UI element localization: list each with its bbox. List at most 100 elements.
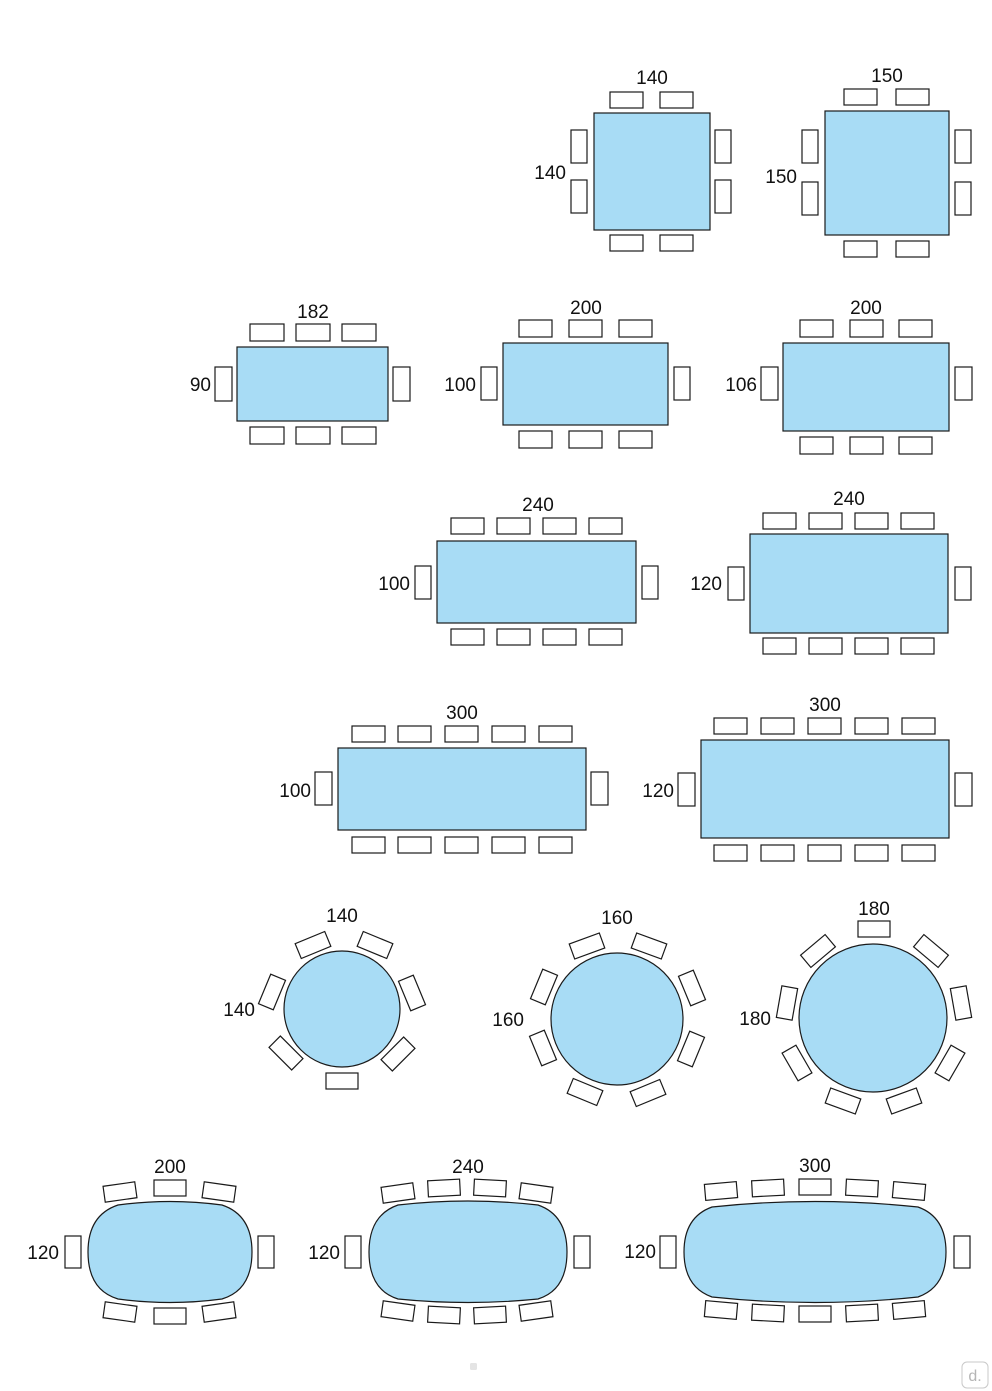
chair	[528, 1029, 558, 1067]
chair	[900, 512, 935, 530]
chair	[900, 637, 935, 655]
depth-label: 106	[725, 375, 757, 396]
chair	[341, 426, 377, 445]
table-round-180: 180 180	[739, 899, 973, 1115]
chair	[590, 771, 609, 806]
chair	[450, 517, 485, 535]
chair	[249, 323, 285, 342]
chair	[630, 932, 668, 960]
table-oval-200x120: 200 120	[27, 1157, 275, 1325]
depth-label: 120	[27, 1243, 59, 1264]
table-top	[593, 112, 711, 231]
chair	[201, 1301, 237, 1323]
chair	[895, 88, 930, 106]
chair	[676, 1030, 706, 1068]
chair	[854, 512, 889, 530]
table-top	[236, 346, 389, 422]
chair	[496, 628, 531, 646]
chair	[426, 1178, 462, 1198]
chair	[294, 930, 332, 960]
chair	[102, 1181, 138, 1203]
chair	[760, 844, 795, 862]
depth-label: 120	[690, 574, 722, 595]
chair	[949, 985, 973, 1021]
chair	[444, 836, 479, 854]
chair	[808, 512, 843, 530]
chair	[781, 1044, 813, 1082]
chair	[713, 717, 748, 735]
table-top	[683, 1200, 947, 1304]
chair	[854, 844, 889, 862]
table-round-160: 160 160	[492, 908, 707, 1108]
depth-label: 120	[308, 1243, 340, 1264]
width-label: 140	[326, 906, 358, 927]
chair	[843, 88, 878, 106]
chair	[609, 91, 644, 109]
chair	[673, 366, 691, 401]
chair	[760, 717, 795, 735]
chair	[491, 725, 526, 743]
chair	[472, 1305, 508, 1325]
chair	[824, 1087, 862, 1115]
chair	[629, 1078, 667, 1108]
chair	[854, 637, 889, 655]
table-top	[337, 747, 587, 831]
width-label: 200	[570, 298, 602, 319]
chair	[799, 933, 837, 969]
chair	[566, 1077, 604, 1107]
chair	[807, 844, 842, 862]
table-oval-300x120: 300 120	[624, 1156, 971, 1323]
page-marker-dot	[470, 1363, 477, 1370]
chair	[798, 1305, 832, 1323]
depth-label: 100	[279, 781, 311, 802]
chair	[356, 930, 394, 960]
table-rect-240x100: 240 100	[378, 495, 659, 646]
table-rect-200x100: 200 100	[444, 298, 691, 449]
chair	[325, 1072, 359, 1090]
chair	[538, 836, 573, 854]
chair	[912, 933, 950, 969]
chair	[750, 1303, 786, 1323]
width-label: 300	[799, 1156, 831, 1177]
chair	[854, 717, 889, 735]
depth-label: 150	[765, 167, 797, 188]
chair	[518, 1182, 554, 1204]
chair	[898, 319, 933, 338]
chair	[351, 725, 386, 743]
chair	[380, 1300, 416, 1322]
chair	[257, 1235, 275, 1269]
chair	[901, 717, 936, 735]
table-rect-240x120: 240 120	[690, 489, 972, 655]
chair	[538, 725, 573, 743]
width-label: 200	[850, 298, 882, 319]
table-top	[798, 943, 948, 1093]
chair	[426, 1305, 462, 1325]
chair	[351, 836, 386, 854]
chair	[954, 181, 972, 216]
width-label: 240	[833, 489, 865, 510]
chair	[153, 1179, 187, 1197]
chair	[249, 426, 285, 445]
width-label: 240	[452, 1157, 484, 1178]
chair	[568, 932, 606, 960]
table-oval-240x120: 240 120	[308, 1157, 591, 1325]
chair	[257, 973, 287, 1011]
chair	[472, 1178, 508, 1198]
chair	[573, 1235, 591, 1269]
table-sq-150: 150 150	[765, 66, 972, 258]
depth-label: 100	[444, 375, 476, 396]
chair	[849, 319, 884, 338]
chair	[801, 129, 819, 164]
depth-label: 160	[492, 1010, 524, 1031]
chair	[898, 436, 933, 455]
table-top	[749, 533, 949, 634]
chair	[570, 179, 588, 214]
chair	[760, 366, 779, 401]
chair	[885, 1087, 923, 1115]
width-label: 160	[601, 908, 633, 929]
chair	[843, 240, 878, 258]
chair	[542, 517, 577, 535]
chair	[153, 1307, 187, 1325]
width-label: 300	[446, 703, 478, 724]
chair	[618, 319, 653, 338]
